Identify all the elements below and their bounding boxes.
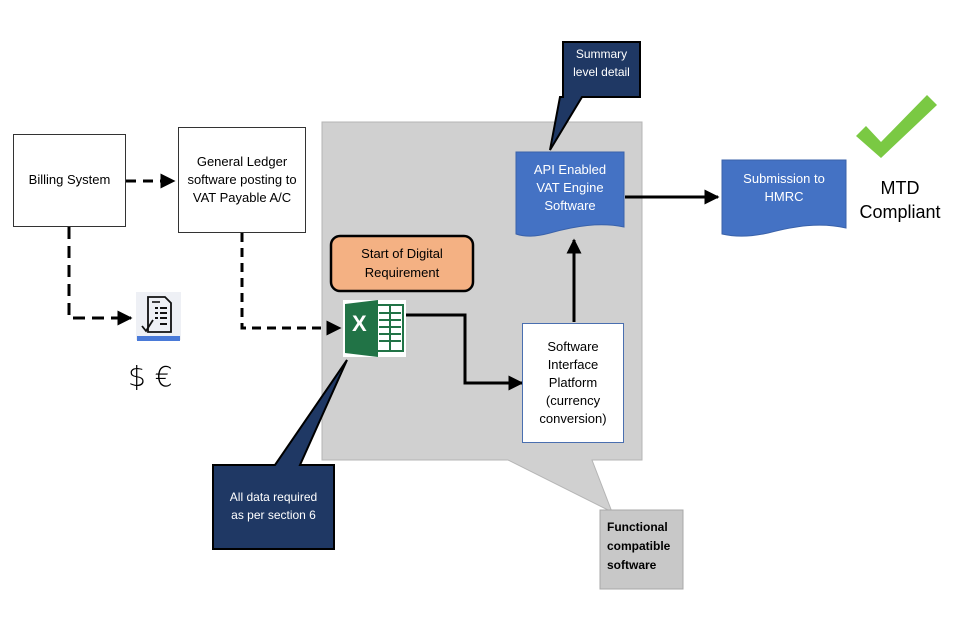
start-digital-shape: [329, 234, 475, 293]
general-ledger-node[interactable]: General Ledger software posting to VAT P…: [178, 127, 306, 233]
submission-node[interactable]: Submission to HMRC: [722, 160, 846, 222]
api-engine-node[interactable]: API Enabled VAT Engine Software: [516, 152, 624, 224]
submission-label: Submission to HMRC: [743, 171, 825, 205]
general-ledger-label: General Ledger software posting to VAT P…: [187, 153, 297, 206]
excel-letter: X: [352, 311, 367, 336]
api-engine-shape: [515, 151, 625, 237]
functional-box: [599, 509, 684, 590]
software-interface-label: Software Interface Platform (currency co…: [539, 338, 607, 427]
mtd-compliant-label: MTD Compliant: [859, 177, 941, 222]
summary-level-callout: Summary level detail: [573, 47, 630, 79]
start-digital-label: Start of Digital Requirement: [361, 246, 443, 280]
api-engine-label: API Enabled VAT Engine Software: [533, 161, 607, 214]
billing-system-label: Billing System: [28, 172, 111, 188]
currency-symbols: $ €: [128, 360, 173, 393]
submission-shape: [721, 159, 847, 237]
billing-system-node[interactable]: Billing System: [13, 134, 126, 227]
connector-billing-to-invoice: [67, 227, 133, 326]
summary-callout-shape: [549, 41, 641, 151]
start-digital-node[interactable]: Start of Digital Requirement: [331, 236, 473, 291]
invoice-checklist-icon: [136, 292, 181, 341]
connector-ledger-to-excel: [240, 233, 342, 336]
all-data-callout-shape: [212, 359, 348, 550]
all-data-callout: All data required as per section 6: [229, 490, 318, 522]
excel-icon: [343, 300, 406, 357]
connector-excel-to-interface: [405, 313, 524, 391]
check-mark-icon: [856, 95, 937, 158]
functional-callout: Functional compatible software: [607, 520, 671, 573]
software-interface-node[interactable]: Software Interface Platform (currency co…: [522, 323, 624, 443]
